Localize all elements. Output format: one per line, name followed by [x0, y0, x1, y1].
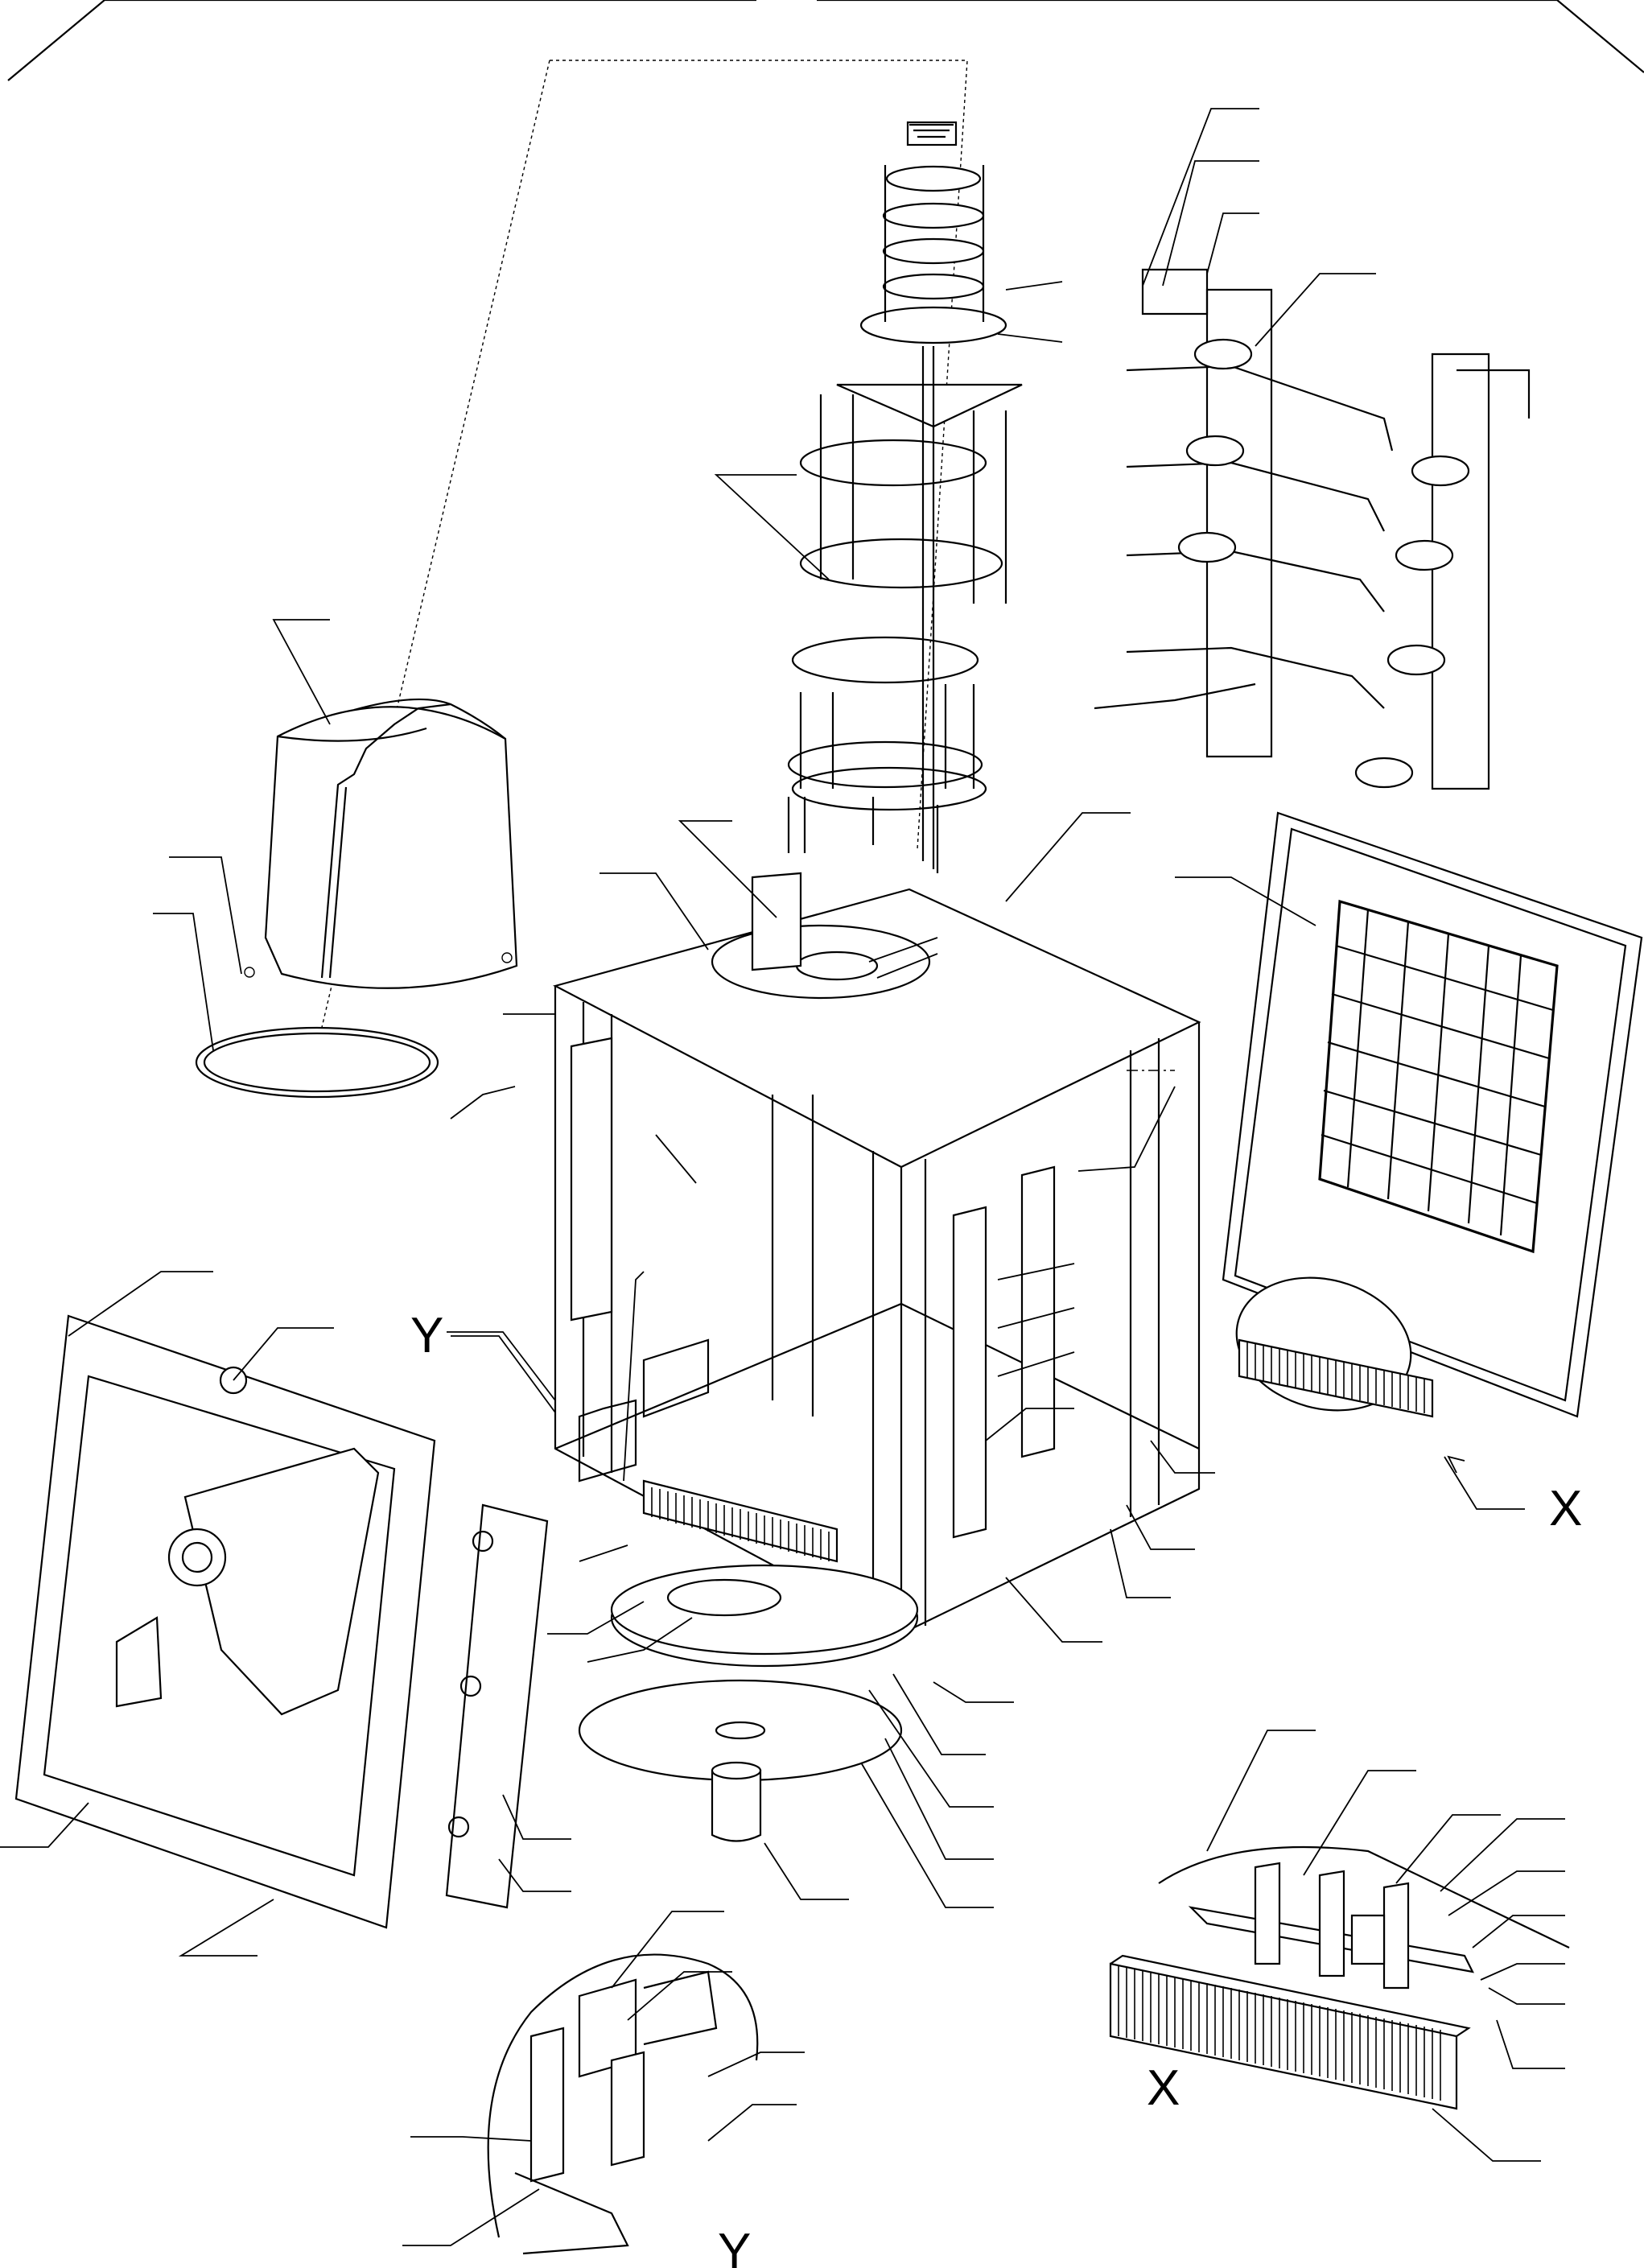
heatsink-fins-x	[1118, 1965, 1441, 2101]
contact-panel	[1094, 268, 1531, 790]
terminal-heatsink-main	[651, 1487, 830, 1561]
narrow-side-plate	[445, 1503, 549, 1909]
tap-changer-column	[787, 121, 1023, 873]
left-door-plate	[14, 1314, 436, 1929]
cone-cover	[195, 698, 518, 1099]
terminal-heatsink-x	[1238, 1338, 1434, 1418]
detail-x	[1109, 1845, 1570, 2110]
bottom-flanges	[578, 1564, 919, 1842]
detail-y-title: Y	[718, 2224, 751, 2268]
detail-y	[487, 1953, 759, 2255]
callout-y: Y	[410, 1308, 443, 1363]
sheet-border-lines	[7, 0, 1644, 81]
window-grid	[1321, 909, 1554, 1236]
leader-lines	[0, 108, 1565, 2246]
detail-x-title: X	[1147, 2060, 1180, 2116]
callout-x: X	[1549, 1481, 1582, 1536]
contact-insulators	[1177, 338, 1470, 789]
insulator-stacks	[799, 394, 1007, 789]
callout-arrows	[447, 1331, 1525, 1510]
inspection-window-plate	[1222, 811, 1643, 1418]
main-tank-frame	[553, 872, 1201, 1635]
